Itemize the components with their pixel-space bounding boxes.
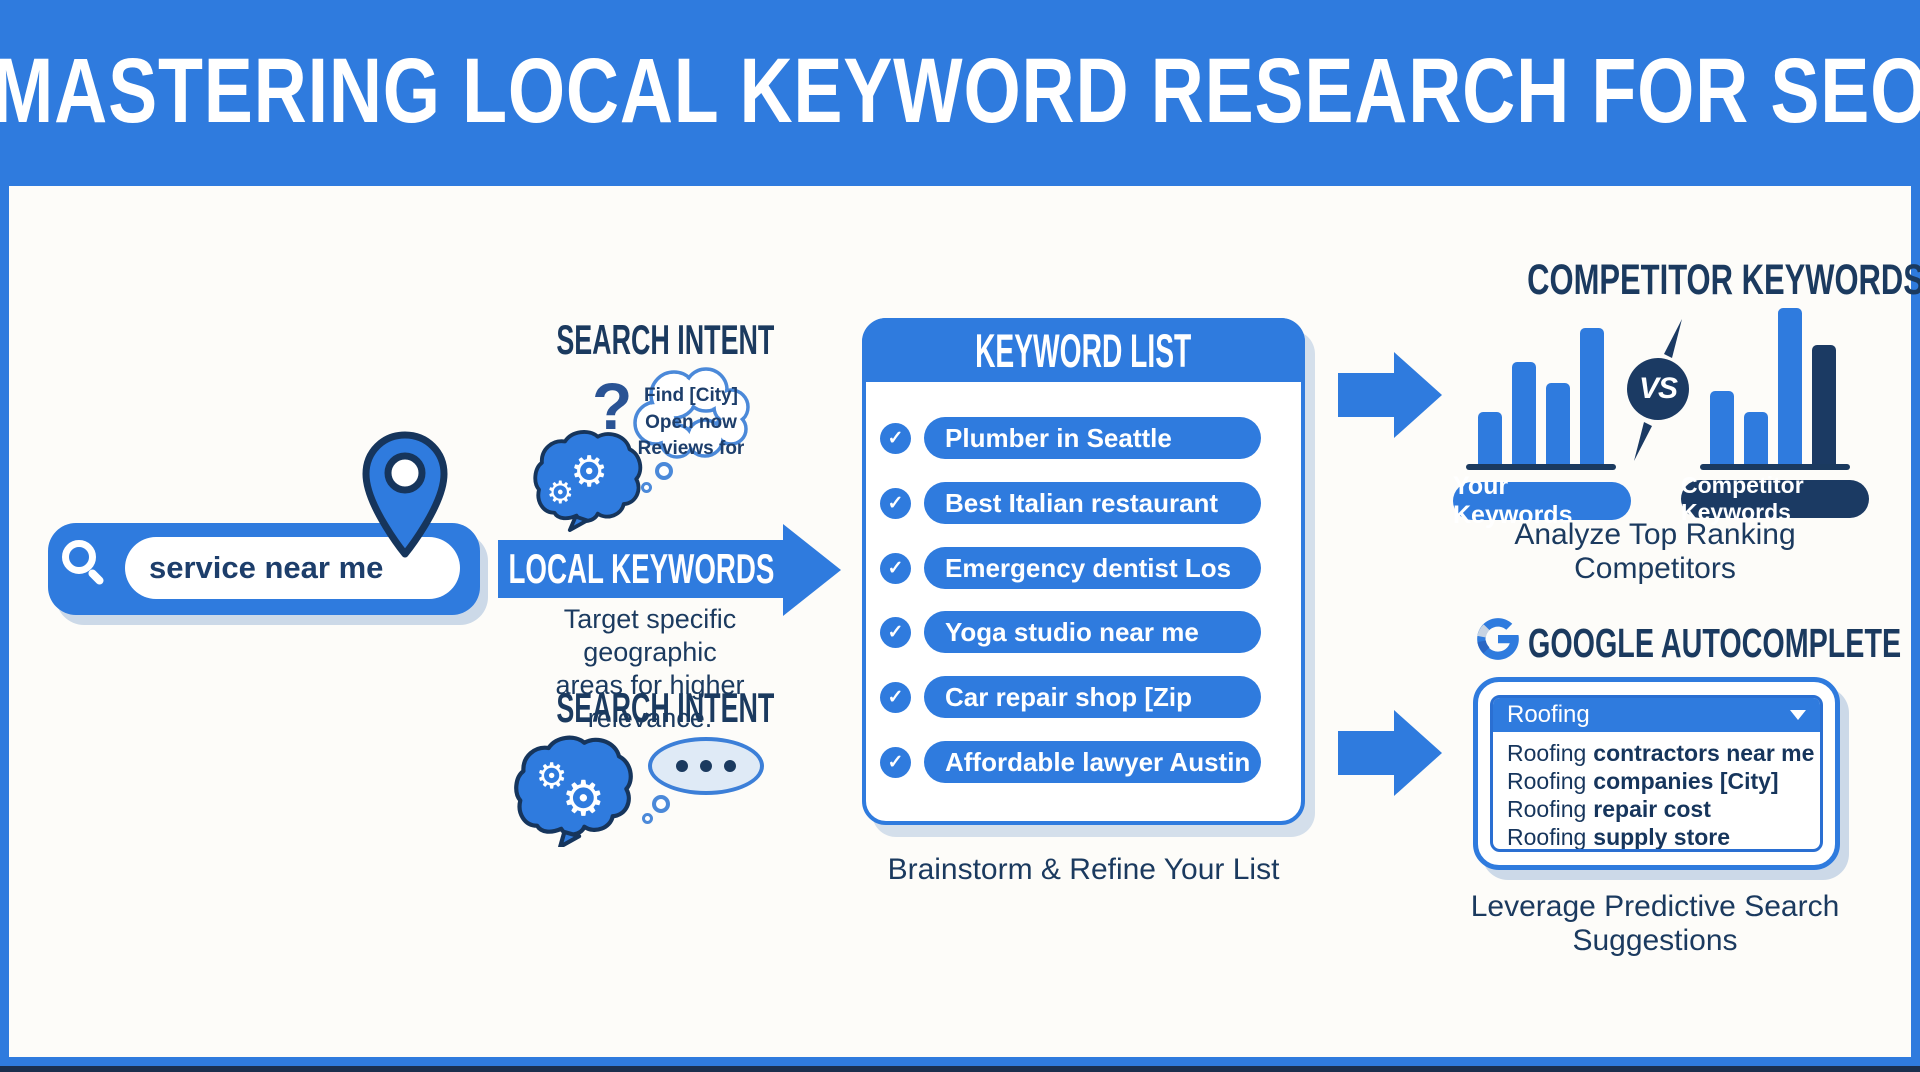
dot [700,760,712,772]
local-keywords-description: Target specific geographic areas for hig… [555,604,745,733]
bubble-trail-dot [655,462,673,480]
dropdown-selected[interactable]: Roofing [1493,698,1820,732]
bar [1580,328,1604,468]
dot [724,760,736,772]
arrow-right-icon [1338,373,1394,417]
keyword-list-header: KEYWORD LIST [862,318,1305,382]
your-keywords-label: Your Keywords [1453,472,1631,529]
search-intent-top-heading: SEARCH INTENT [556,316,775,363]
brain-gears-icon: ⚙ ⚙ [533,430,643,532]
autocomplete-heading: GOOGLE AUTOCOMPLETE [1528,620,1902,666]
chart-axis [1466,464,1616,470]
gear-icon: ⚙ [546,475,574,510]
keyword-pill: Emergency dentist Los Angeles [924,547,1261,625]
gear-icon: ⚙ [536,756,568,796]
local-keywords-arrowhead [783,524,841,616]
check-icon [880,616,911,648]
thought-bubble-text: Find [City] Open now Reviews for [637,385,745,460]
bubble-trail-dot [641,482,652,493]
competitor-caption: Analyze Top Ranking Competitors [1514,518,1796,585]
google-g-icon [1477,618,1519,660]
bar [1744,412,1768,468]
gear-icon: ⚙ [562,772,605,826]
three-dots-bubble [648,737,764,795]
brain-gears-icon: ⚙ ⚙ [514,735,633,847]
check-icon [880,422,911,454]
keyword-pill: Car repair shop [Zip Code] [924,676,1261,754]
map-pin-icon [362,431,448,558]
competitor-keywords-label: Competitor Keywords [1681,472,1869,525]
thought-bubble-cloud [633,367,750,459]
page-title: MASTERING LOCAL KEYWORD RESEARCH FOR SEO [0,40,1920,142]
title-banner: MASTERING LOCAL KEYWORD RESEARCH FOR SEO [0,0,1920,183]
search-intent-bottom-heading: SEARCH INTENT [556,684,775,731]
arrow-right-icon [1394,710,1442,796]
chart-axis [1700,464,1850,470]
autocomplete-caption: Leverage Predictive Search Suggestions [1470,890,1840,957]
search-icon [62,540,108,587]
keyword-row: Yoga studio near me [880,611,1261,653]
keyword-list-caption: Brainstorm & Refine Your List [887,853,1280,886]
bubble-trail-dot [642,813,653,824]
bubble-trail-dot [652,795,670,813]
local-keywords-banner: LOCAL KEYWORDS [498,540,784,598]
keyword-pill: Affordable lawyer Austin [924,741,1261,783]
bar [1778,308,1802,468]
keyword-pill: Plumber in Seattle [924,417,1261,459]
check-icon [880,681,911,713]
bar [1546,382,1570,468]
keyword-row: Car repair shop [Zip Code] [880,676,1261,754]
bar [1512,361,1536,468]
bar [1812,344,1836,468]
keyword-pill: Yoga studio near me [924,611,1261,653]
bar [1710,391,1734,468]
question-mark-icon: ? [592,369,633,443]
chevron-down-icon[interactable] [1790,710,1806,720]
arrow-right-icon [1338,731,1394,775]
keyword-row: Affordable lawyer Austin [880,741,1261,783]
keyword-row: Plumber in Seattle [880,417,1261,459]
your-keywords-chart [1468,328,1604,468]
search-query: service near me [149,550,384,585]
gear-icon: ⚙ [570,448,608,495]
bottom-strip [0,1066,1920,1072]
keyword-row: Emergency dentist Los Angeles [880,547,1261,625]
bar [1478,412,1502,468]
check-icon [880,746,911,778]
arrow-right-icon [1394,352,1442,438]
keyword-list-card: KEYWORD LIST Plumber in Seattle Best Ita… [862,318,1305,825]
check-icon [880,487,911,519]
competitor-keywords-chart [1702,308,1836,468]
dot [676,760,688,772]
competitor-heading: COMPETITOR KEYWORDS [1527,256,1920,304]
vs-badge: VS [1622,316,1694,464]
keyword-pill: Best Italian restaurant Chicago [924,482,1261,560]
keyword-row: Best Italian restaurant Chicago [880,482,1261,560]
check-icon [880,552,911,584]
